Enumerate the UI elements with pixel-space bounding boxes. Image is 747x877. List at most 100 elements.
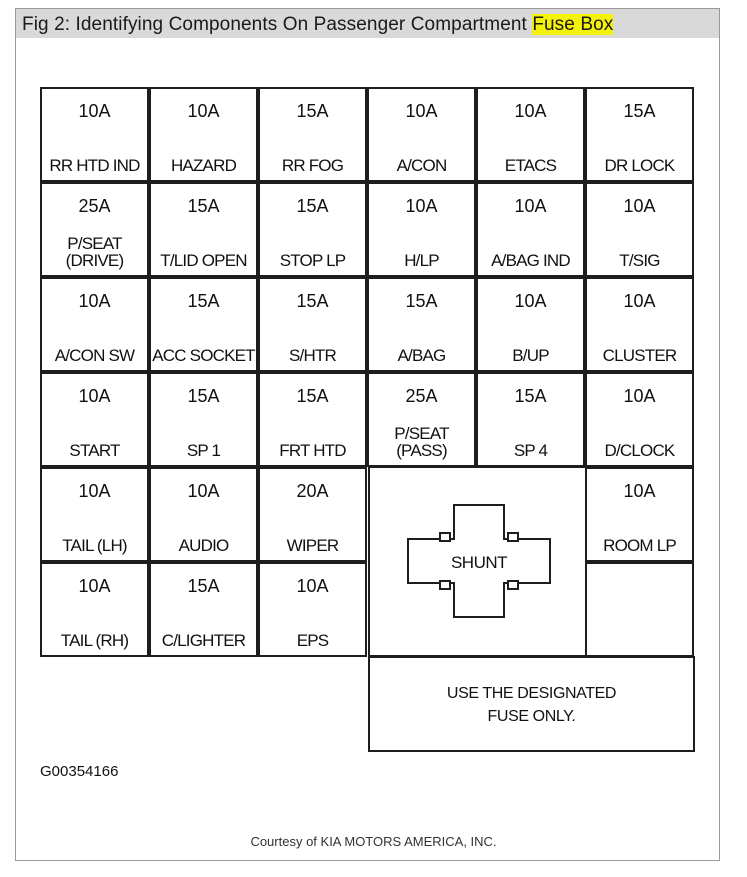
fuse-label-line: B/UP [512,346,549,365]
fuse-rating: 15A [187,576,220,596]
fuse-rating: 15A [296,386,329,406]
note-text: USE THE DESIGNATED FUSE ONLY. [368,682,695,728]
fuse-label-line: A/BAG [397,346,447,365]
fuse-label: STOP LP [260,252,365,269]
fuse-rating: 10A [296,576,329,596]
fuse-label: P/SEAT(PASS) [369,425,474,459]
fuse-label-line: TAIL (RH) [60,631,129,650]
fuse-cell: 10A B/UP [476,277,585,372]
fuse-rating: 10A [623,481,656,501]
fuse-label-line: ROOM LP [603,536,677,555]
fuse-cell: 25A P/SEAT(PASS) [367,372,476,467]
fuse-label: H/LP [369,252,474,269]
fuse-label-line: WIPER [286,536,340,555]
fuse-label-line: ETACS [504,156,557,175]
fuse-label-line: FRT HTD [279,441,346,460]
fuse-label-line: C/LIGHTER [161,631,246,650]
fuse-rating: 10A [78,291,111,311]
fuse-cell: 10A A/CON [367,87,476,182]
fuse-label: TAIL (LH) [42,537,147,554]
fuse-label: WIPER [260,537,365,554]
fuse-rating: 10A [405,101,438,121]
fuse-label: HAZARD [151,157,256,174]
fuse-label-line: SP 1 [186,441,221,460]
fuse-label-line: P/SEAT [67,234,122,253]
fuse-label-line: CLUSTER [602,346,678,365]
fuse-cell: 15A S/HTR [258,277,367,372]
fuse-rating: 10A [78,576,111,596]
fuse-rating: 10A [514,291,547,311]
figure-code: G00354166 [40,763,119,780]
fuse-rating: 25A [405,386,438,406]
fuse-cell: 15A FRT HTD [258,372,367,467]
fuse-cell: 10A A/CON SW [40,277,149,372]
fuse-label-line: A/CON SW [54,346,135,365]
fuse-label-line: T/LID OPEN [160,251,247,270]
fuse-label: START [42,442,147,459]
fuse-label-line: A/BAG IND [491,251,571,270]
fuse-label: B/UP [478,347,583,364]
fuse-label-line: T/SIG [619,251,660,270]
fuse-label-line: TAIL (LH) [62,536,127,555]
fuse-cell: 10A CLUSTER [585,277,694,372]
fuse-label: SP 4 [478,442,583,459]
fuse-cell: 10A ROOM LP [585,467,694,562]
fuse-label-line: START [69,441,120,460]
note-box [368,656,695,752]
fuse-cell: 10A A/BAG IND [476,182,585,277]
fuse-label: C/LIGHTER [151,632,256,649]
fuse-cell: 10A EPS [258,562,367,657]
caption-prefix: Fig 2: Identifying Components On Passeng… [22,14,533,35]
fuse-label-line: DR LOCK [604,156,676,175]
note-line-2: FUSE ONLY. [487,708,576,725]
fuse-label-line: A/CON [396,156,448,175]
fuse-label-line: P/SEAT [394,424,449,443]
fuse-label: S/HTR [260,347,365,364]
fuse-rating: 15A [296,196,329,216]
shunt-label: SHUNT [450,553,508,572]
fuse-cell: 25A P/SEAT(DRIVE) [40,182,149,277]
fuse-label-line: H/LP [404,251,439,270]
fuse-rating: 10A [514,196,547,216]
fuse-label: TAIL (RH) [42,632,147,649]
fuse-label-line: HAZARD [170,156,237,175]
fuse-rating: 10A [623,291,656,311]
fuse-rating: 15A [405,291,438,311]
fuse-label: AUDIO [151,537,256,554]
fuse-label-line: RR HTD IND [49,156,140,175]
fuse-label-line: RR FOG [281,156,344,175]
credit-line: Courtesy of KIA MOTORS AMERICA, INC. [250,834,497,849]
fuse-rating: 25A [78,196,111,216]
fuse-rating: 15A [187,196,220,216]
fuse-label: EPS [260,632,365,649]
fuse-rating: 10A [78,481,111,501]
fuse-label-line: SP 4 [513,441,548,460]
fuse-cell: 15A C/LIGHTER [149,562,258,657]
fuse-cell: 10A START [40,372,149,467]
fuse-label: ACC SOCKET [151,347,256,364]
fuse-label: FRT HTD [260,442,365,459]
fuse-label-line: (DRIVE) [65,251,124,270]
fuse-rating: 10A [78,386,111,406]
fuse-label: P/SEAT(DRIVE) [42,235,147,269]
fuse-label-line: EPS [296,631,329,650]
fuse-cell: 15A STOP LP [258,182,367,277]
fuse-rating: 15A [623,101,656,121]
fuse-rating: 15A [187,291,220,311]
fuse-label: A/BAG IND [478,252,583,269]
fuse-label: SP 1 [151,442,256,459]
fuse-cell: 15A DR LOCK [585,87,694,182]
fuse-rating: 15A [296,291,329,311]
fuse-label: RR FOG [260,157,365,174]
fuse-label: ROOM LP [587,537,692,554]
note-line-1: USE THE DESIGNATED [446,685,617,702]
